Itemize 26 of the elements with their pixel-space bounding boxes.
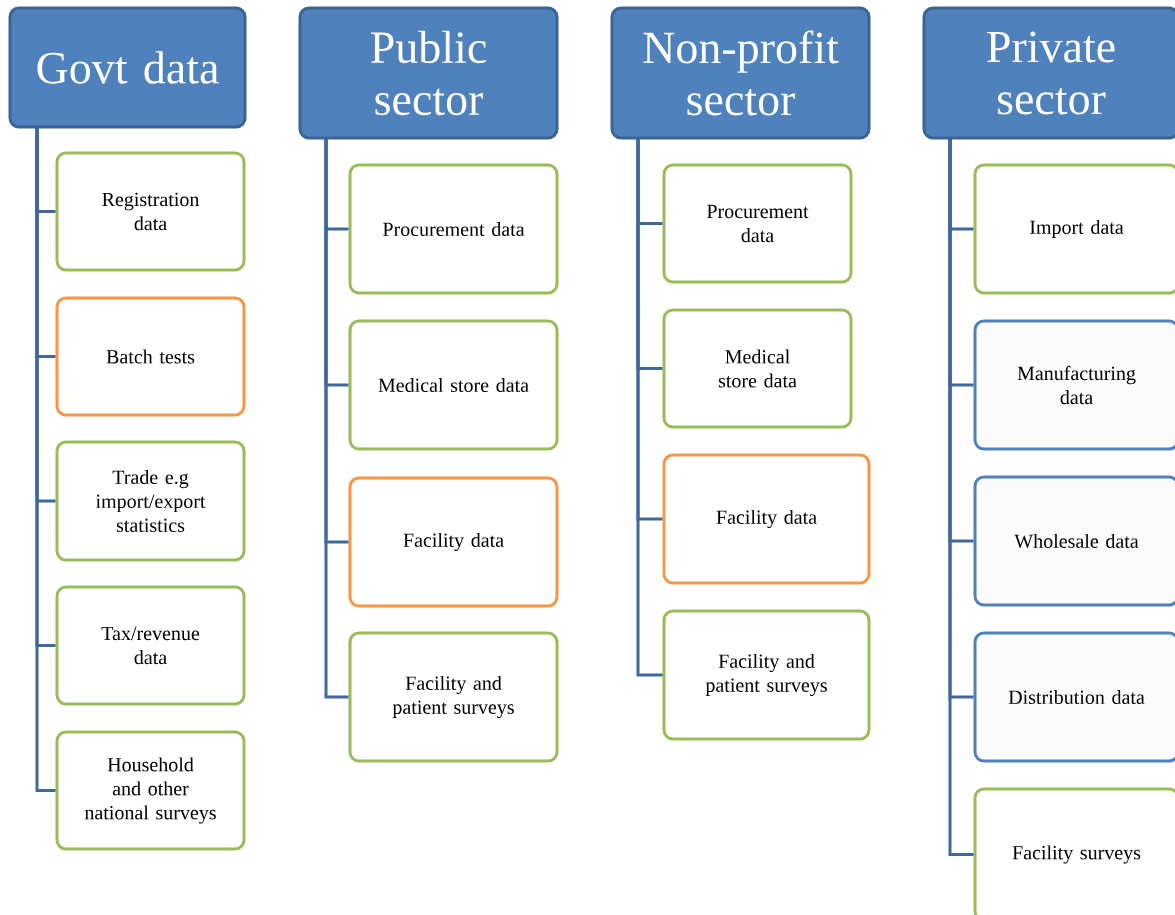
data-box: Wholesale data: [973, 475, 1175, 607]
data-box: Batch tests: [55, 296, 246, 417]
connector: [324, 139, 349, 699]
connector: [948, 139, 974, 856]
connector: [35, 128, 56, 792]
data-box: Trade e.g import/export statistics: [55, 440, 246, 562]
data-box: Manufacturing data: [973, 319, 1175, 451]
data-box: Facility and patient surveys: [662, 609, 871, 741]
category-header: Private sector: [922, 6, 1175, 140]
category-header: Non-profit sector: [610, 6, 871, 140]
data-box: Facility and patient surveys: [348, 631, 559, 763]
category-header: Public sector: [298, 6, 559, 140]
data-box: Registration data: [55, 151, 246, 272]
data-box: Facility surveys: [973, 787, 1175, 915]
data-box: Facility data: [662, 453, 871, 585]
data-box: Procurement data: [348, 163, 559, 295]
data-box: Import data: [973, 163, 1175, 295]
data-box: Procurement data: [662, 163, 853, 284]
data-box: Medical store data: [662, 308, 853, 429]
data-box: Tax/revenue data: [55, 585, 246, 706]
data-box: Distribution data: [973, 631, 1175, 763]
data-box: Household and other national surveys: [55, 730, 246, 851]
connector: [636, 139, 663, 677]
data-box: Medical store data: [348, 319, 559, 451]
data-box: Facility data: [348, 476, 559, 608]
category-header: Govt data: [8, 6, 247, 129]
